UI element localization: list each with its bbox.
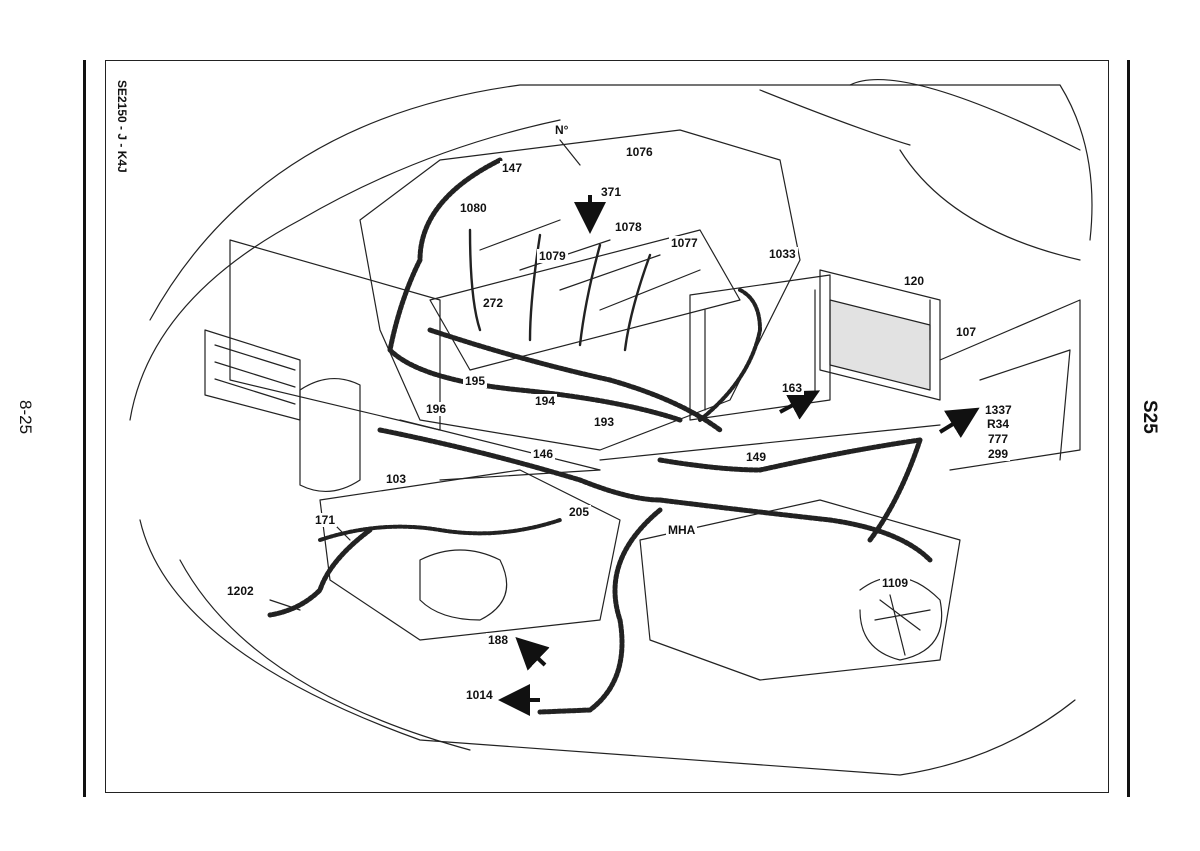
label-195: 195 (463, 374, 488, 388)
label-1033: 1033 (767, 247, 798, 261)
label-147: 147 (500, 161, 525, 175)
label-earth: N° (553, 123, 571, 137)
label-205: 205 (567, 505, 592, 519)
label-1109: 1109 (880, 576, 911, 590)
right-margin-rule (1127, 60, 1130, 797)
label-194: 194 (533, 394, 558, 408)
label-149: 149 (744, 450, 769, 464)
label-1014: 1014 (464, 688, 495, 702)
label-272: 272 (481, 296, 506, 310)
label-163: 163 (780, 381, 805, 395)
label-146: 146 (531, 447, 556, 461)
left-margin-rule (83, 60, 86, 797)
label-1078: 1078 (613, 220, 644, 234)
label-1076: 1076 (624, 145, 655, 159)
label-1080: 1080 (458, 201, 489, 215)
label-299: 299 (986, 447, 1011, 461)
label-188: 188 (486, 633, 511, 647)
label-1079: 1079 (537, 249, 568, 263)
label-R34: R34 (985, 417, 1012, 431)
label-171: 171 (313, 513, 338, 527)
label-103: 103 (384, 472, 409, 486)
label-mha: MHA (666, 523, 698, 537)
label-1202: 1202 (225, 584, 256, 598)
label-777: 777 (986, 432, 1011, 446)
label-196: 196 (424, 402, 449, 416)
label-1077: 1077 (669, 236, 700, 250)
label-193: 193 (592, 415, 617, 429)
label-107: 107 (954, 325, 979, 339)
label-371: 371 (599, 185, 624, 199)
label-120: 120 (902, 274, 927, 288)
label-1337: 1337 (983, 403, 1014, 417)
diagram-frame (105, 60, 1109, 793)
